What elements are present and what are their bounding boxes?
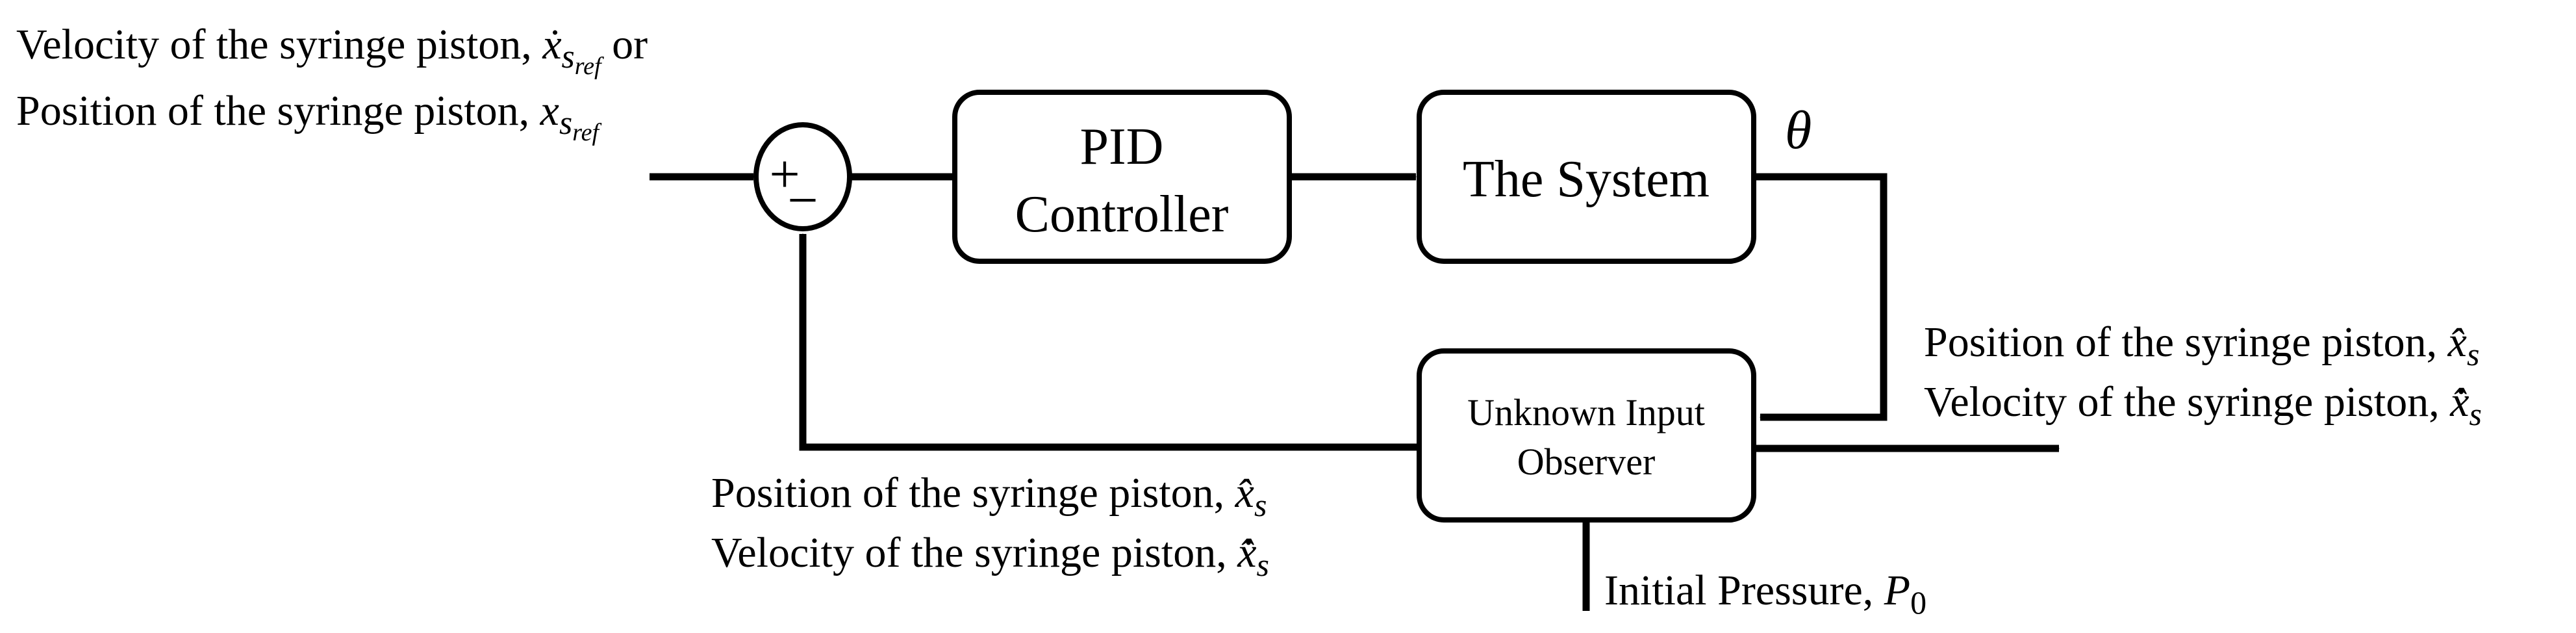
theta-label: θ [1785,100,1812,161]
initial-pressure-label: Initial Pressure, P0 [1604,567,1926,621]
summing-minus-sign: − [787,170,818,231]
observer-label-line2: Observer [1517,441,1656,483]
observer-label-line1: Unknown Input [1467,391,1705,433]
summing-plus-sign: + [769,144,800,205]
output-velocity-label: Velocity of the syringe piston, x̂̇s [1924,378,2482,432]
feedback-signal-line [799,233,1419,451]
output-position-label: Position of the syringe piston, x̂s [1924,318,2479,372]
summing-junction: + − [753,122,852,231]
reference-position-label: Position of the syringe piston, xsref [16,87,601,146]
pid-label-line2: Controller [1015,186,1229,243]
system-block: The System [1417,90,1756,264]
feedback-position-label: Position of the syringe piston, x̂s [711,469,1267,523]
feedback-velocity-label: Velocity of the syringe piston, x̂̇s [711,529,1269,583]
reference-velocity-label: Velocity of the syringe piston, ẋsref or [16,21,648,80]
system-label: The System [1463,151,1710,208]
unknown-input-observer-block: Unknown Input Observer [1417,348,1756,523]
pid-label-line1: PID [1080,118,1164,175]
pid-controller-block: PID Controller [952,90,1292,264]
theta-signal-line [1754,173,1888,421]
